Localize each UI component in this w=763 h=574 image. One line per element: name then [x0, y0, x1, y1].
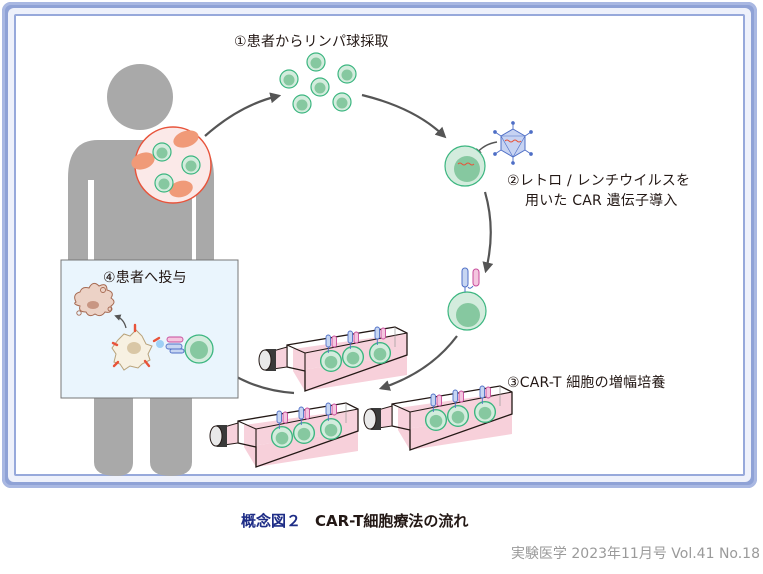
red-blood-cell [131, 152, 155, 170]
figure-number: 概念図２ [241, 512, 302, 530]
infused-car-t-cell [184, 334, 214, 364]
lymphocyte [152, 142, 172, 162]
signal-glow [156, 340, 164, 348]
figure-title: CAR-T細胞療法の流れ [315, 512, 469, 530]
step2-label-line1: ②レトロ / レンチウイルスを [507, 173, 691, 189]
red-blood-cell [173, 130, 199, 148]
step4-label: ④患者へ投与 [103, 270, 187, 286]
car-binding [165, 336, 185, 354]
blood-sample-magnified [131, 126, 212, 204]
tumor-cell [111, 323, 161, 371]
step1-label: ①患者からリンパ球採取 [234, 34, 389, 50]
arrow-to-collection [204, 92, 282, 137]
culture-flask [364, 386, 512, 450]
patient-head [107, 64, 173, 130]
source-citation: 実験医学 2023年11月号 Vol.41 No.18 [510, 546, 760, 562]
diagram-canvas [60, 52, 533, 476]
culture-flask [210, 403, 358, 467]
arrow-to-car-t [482, 191, 494, 274]
step2-label-line2: 用いた CAR 遺伝子導入 [525, 193, 678, 209]
lymphocyte [181, 155, 201, 175]
arrow-to-expansion [378, 335, 458, 391]
arrow-tumor-killing [114, 314, 127, 329]
red-blood-cell [169, 180, 193, 198]
collected-lymphocytes [279, 52, 357, 114]
viral-vector [493, 121, 533, 165]
step3-label: ③CAR-T 細胞の増幅培養 [507, 375, 666, 391]
lysed-tumor-cell [74, 282, 115, 317]
infusion-inset [60, 259, 239, 399]
arrow-to-transduction [361, 93, 447, 139]
figure-caption: 概念図２ CAR-T細胞療法の流れ [241, 510, 468, 531]
transduced-t-cell [444, 145, 486, 187]
lymphocyte [154, 173, 174, 193]
car-t-cell [447, 267, 487, 331]
culture-flask [259, 327, 407, 391]
